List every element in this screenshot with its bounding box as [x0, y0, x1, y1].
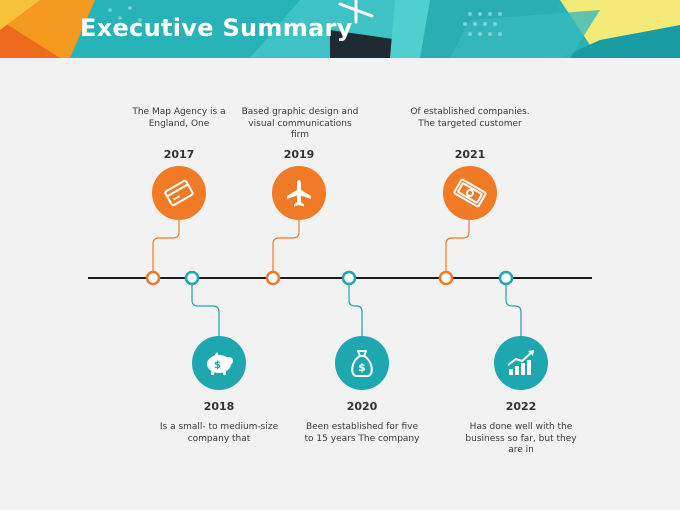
connector-2020 — [348, 285, 363, 336]
connector-2022 — [505, 285, 522, 336]
connector-2017 — [152, 214, 180, 271]
milestone-2017-year: 2017 — [163, 148, 195, 161]
node-2017 — [145, 270, 161, 286]
milestone-2021-circle — [443, 166, 497, 220]
milestone-2017-description: The Map Agency is a England, One — [132, 107, 226, 129]
money-bag-icon: $ — [351, 350, 373, 377]
connector-2021 — [445, 214, 470, 271]
connector-2018 — [191, 285, 220, 336]
milestone-2018-circle: $ — [192, 336, 246, 390]
piggy-bank-icon: $ — [207, 352, 233, 375]
milestone-2021-description: Of established companies. The targeted c… — [410, 107, 530, 129]
node-2022 — [498, 270, 514, 286]
milestone-2018-description: Is a small- to medium-size company that — [159, 422, 279, 444]
node-2020 — [341, 270, 357, 286]
milestone-2017-circle — [152, 166, 206, 220]
header-banner — [0, 0, 680, 58]
milestone-2018-year: 2018 — [203, 400, 235, 413]
milestone-2019-year: 2019 — [283, 148, 315, 161]
milestone-2019-circle — [272, 166, 326, 220]
milestone-2020-year: 2020 — [346, 400, 378, 413]
milestone-2022-year: 2022 — [505, 400, 537, 413]
milestone-2022-description: Has done well with the business so far, … — [465, 422, 577, 455]
page-title: Executive Summary — [80, 14, 353, 42]
banknote-icon — [453, 178, 487, 208]
milestone-2022-circle — [494, 336, 548, 390]
milestone-2020-circle: $ — [335, 336, 389, 390]
node-2021 — [438, 270, 454, 286]
growth-chart-icon — [507, 350, 534, 375]
svg-text:$: $ — [358, 361, 366, 374]
milestone-2019-description: Based graphic design and visual communic… — [241, 107, 359, 140]
milestone-2020-description: Been established for five to 15 years Th… — [304, 422, 420, 444]
svg-text:$: $ — [214, 360, 221, 371]
connector-2019 — [272, 214, 300, 271]
airplane-icon — [287, 180, 311, 207]
milestone-2021-year: 2021 — [454, 148, 486, 161]
node-2019 — [265, 270, 281, 286]
credit-card-icon — [164, 179, 194, 207]
node-2018 — [184, 270, 200, 286]
